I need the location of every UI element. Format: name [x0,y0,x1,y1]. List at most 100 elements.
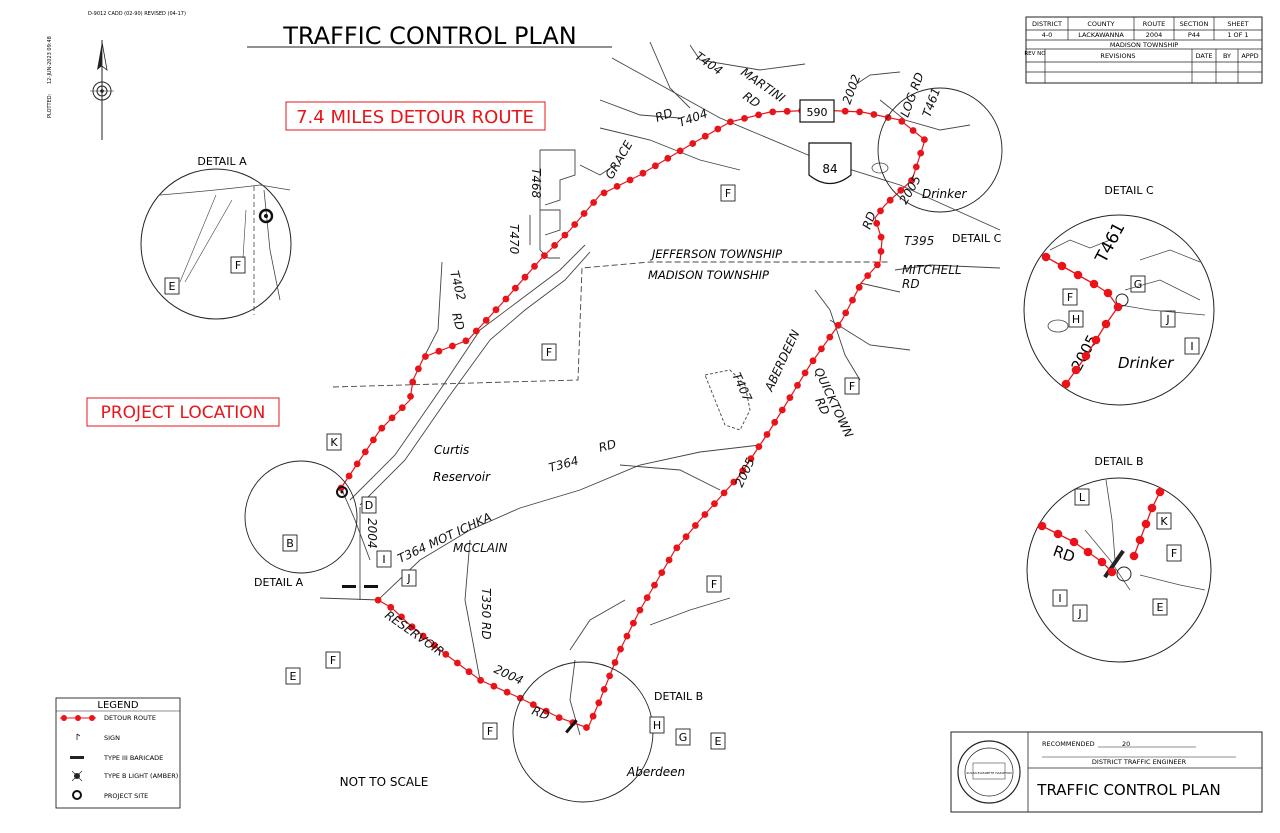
detour-dot [794,381,801,389]
detour-dot [676,147,684,155]
detour-dot [856,108,863,116]
title-block-table: DISTRICT COUNTY ROUTE SECTION SHEET 4-0 … [1024,16,1263,84]
th-route: ROUTE [1143,20,1165,28]
sign-callout-g: G [675,728,691,746]
date-heading: DATE [1196,52,1213,60]
detour-dot [917,149,925,157]
sign-letter: L [1079,491,1086,504]
detour-dot [407,393,414,400]
detour-dot [763,431,771,438]
sign-letter: F [546,346,552,359]
detour-dot [415,365,422,373]
sign-callout-e: E [1152,598,1168,616]
detour-dot [855,283,863,291]
detail-detour-dot [1089,279,1099,289]
label-t404-b: T404 [676,106,709,129]
sign-letter: F [487,725,493,738]
detour-dot [595,699,603,707]
detour-dot [626,176,634,184]
label-quicktown-rd: RD [812,395,832,417]
detour-dot [503,688,511,696]
detour-dot [454,659,461,667]
detail-detour-dot [1129,551,1139,561]
th-county: COUNTY [1087,20,1114,28]
detail-detour-dot [1073,270,1083,280]
project-site-legend-icon [72,790,82,800]
sign-callout-e: E [285,667,301,685]
label-mitchell-rd: RD [902,277,920,291]
detour-dot [739,467,747,475]
sign-letter: I [1190,340,1193,353]
sign-letter: F [725,187,731,200]
plotted-label: PLOTTED: [47,93,53,118]
sign-callout-f: F [325,651,341,669]
plan-title: TRAFFIC CONTROL PLAN [282,22,576,50]
detour-dot [419,632,427,640]
detour-dot [658,569,666,576]
label-t468: T468 [529,168,543,199]
detour-dot [361,448,369,456]
detour-dot [769,108,777,116]
label-2005-south: 2005 [732,456,758,490]
detail-detour-dot [1083,547,1093,557]
detour-dot [682,533,690,541]
detour-dot [606,672,613,680]
detour-dot [623,632,631,640]
td-district: 4-0 [1042,31,1053,39]
detour-dot [727,118,734,126]
detour-dot [422,353,429,360]
detail-b-circle [512,661,654,803]
td-sheet: 1 OF 1 [1227,31,1248,39]
detour-dot [864,272,872,279]
sign-letter: H [653,719,661,732]
detour-dot [870,111,878,118]
sign-callout-g: G [1130,275,1146,293]
place-curtis: Curtis [434,443,469,457]
detour-route-line [340,109,926,729]
detour-dot [720,489,728,497]
detour-dot [345,472,353,480]
sign-letter: K [1160,515,1168,528]
detour-dot [818,345,825,353]
detour-dot [431,641,438,649]
detour-dot [747,455,755,463]
sign-callout-f: F [482,722,498,740]
detour-dot [589,712,597,720]
sign-letter: F [235,259,241,272]
legend-light: TYPE B LIGHT (AMBER) [103,772,178,780]
detour-dot [465,668,473,676]
approval-block: SUSAN ELIZABETH HAZLETON RECOMMENDED 20 … [950,731,1263,813]
detour-dot [877,248,885,255]
sign-callout-j: J [1072,604,1088,622]
detour-dot [541,252,548,259]
township-north-label: JEFFERSON TOWNSHIP [650,247,782,261]
detour-dot [512,284,519,292]
legend-detour: DETOUR ROUTE [104,714,156,722]
detour-dot [583,724,590,731]
sr-590-shield: 590 [799,99,835,123]
label-t407: T407 [729,370,755,404]
label-mitchell: MITCHELL [902,263,962,277]
detour-dot [370,436,377,444]
road-labels: T404 MARTINI RD RD T404 GRACE T468 T470 … [365,49,962,723]
rev-no-heading: REV NO [1024,51,1046,57]
detail-c-t461: T461 [1091,219,1129,267]
sign-letter: I [1058,592,1061,605]
sign-letter: J [1165,313,1169,326]
detour-dot [398,613,405,621]
detour-dot [490,682,498,690]
detour-dot [886,196,894,204]
detour-dot [801,369,809,377]
detour-dot [492,306,500,314]
detour-dot [590,199,597,206]
detour-dot [809,357,817,365]
sign-callout-f: F [706,575,722,593]
sign-callout-i: I [1052,589,1068,607]
appd-heading: APPD [1241,52,1258,60]
detour-dot [689,140,697,147]
detour-dot [449,342,456,350]
sign-letter: K [330,436,338,449]
detour-dot [378,424,386,432]
recommended-year: 20 [1122,740,1130,748]
detour-dot [561,231,569,239]
